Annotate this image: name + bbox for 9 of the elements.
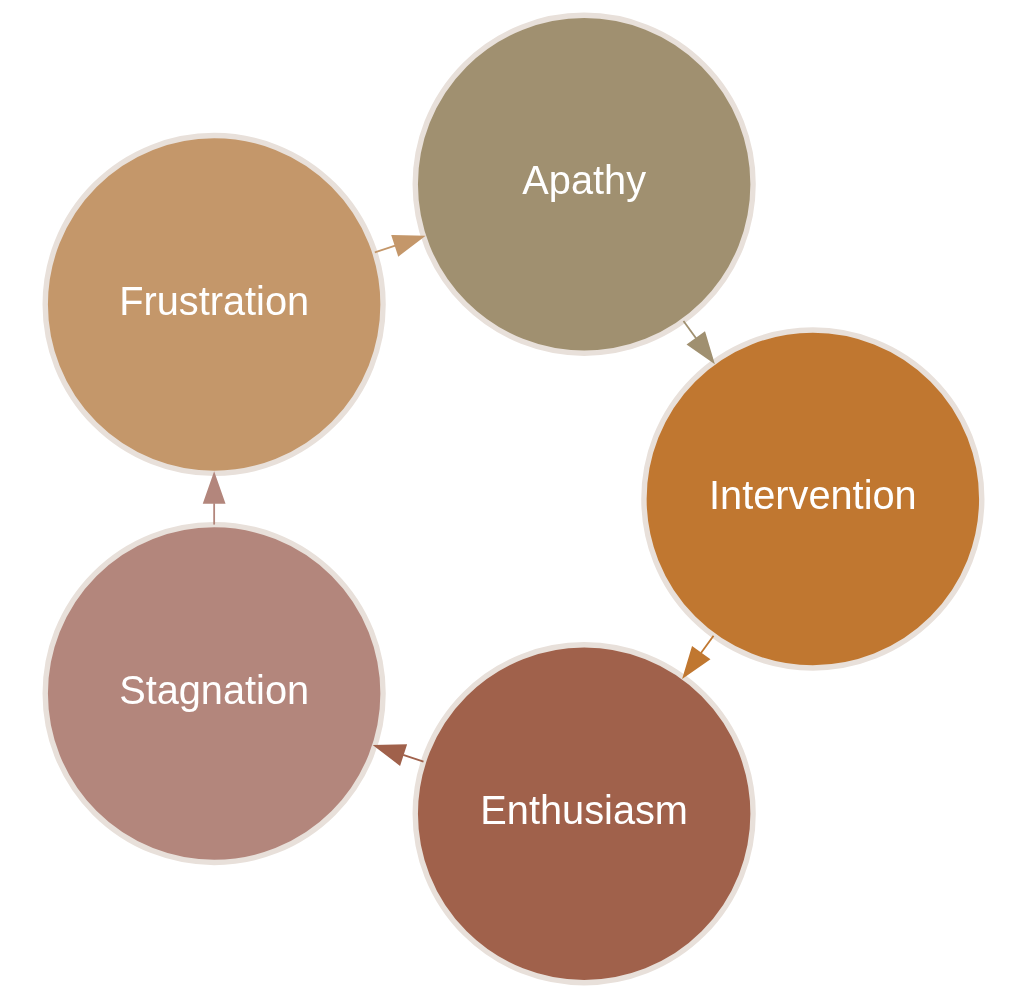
node-circle: Frustration: [42, 132, 386, 477]
arrow: [372, 744, 424, 766]
node-circle: Stagnation: [42, 521, 386, 866]
arrow: [682, 320, 715, 365]
node-circle: Intervention: [640, 327, 984, 671]
node-circle: Apathy: [412, 12, 756, 356]
arrow: [373, 234, 426, 257]
arrow: [681, 634, 714, 679]
arrow: [202, 471, 226, 526]
